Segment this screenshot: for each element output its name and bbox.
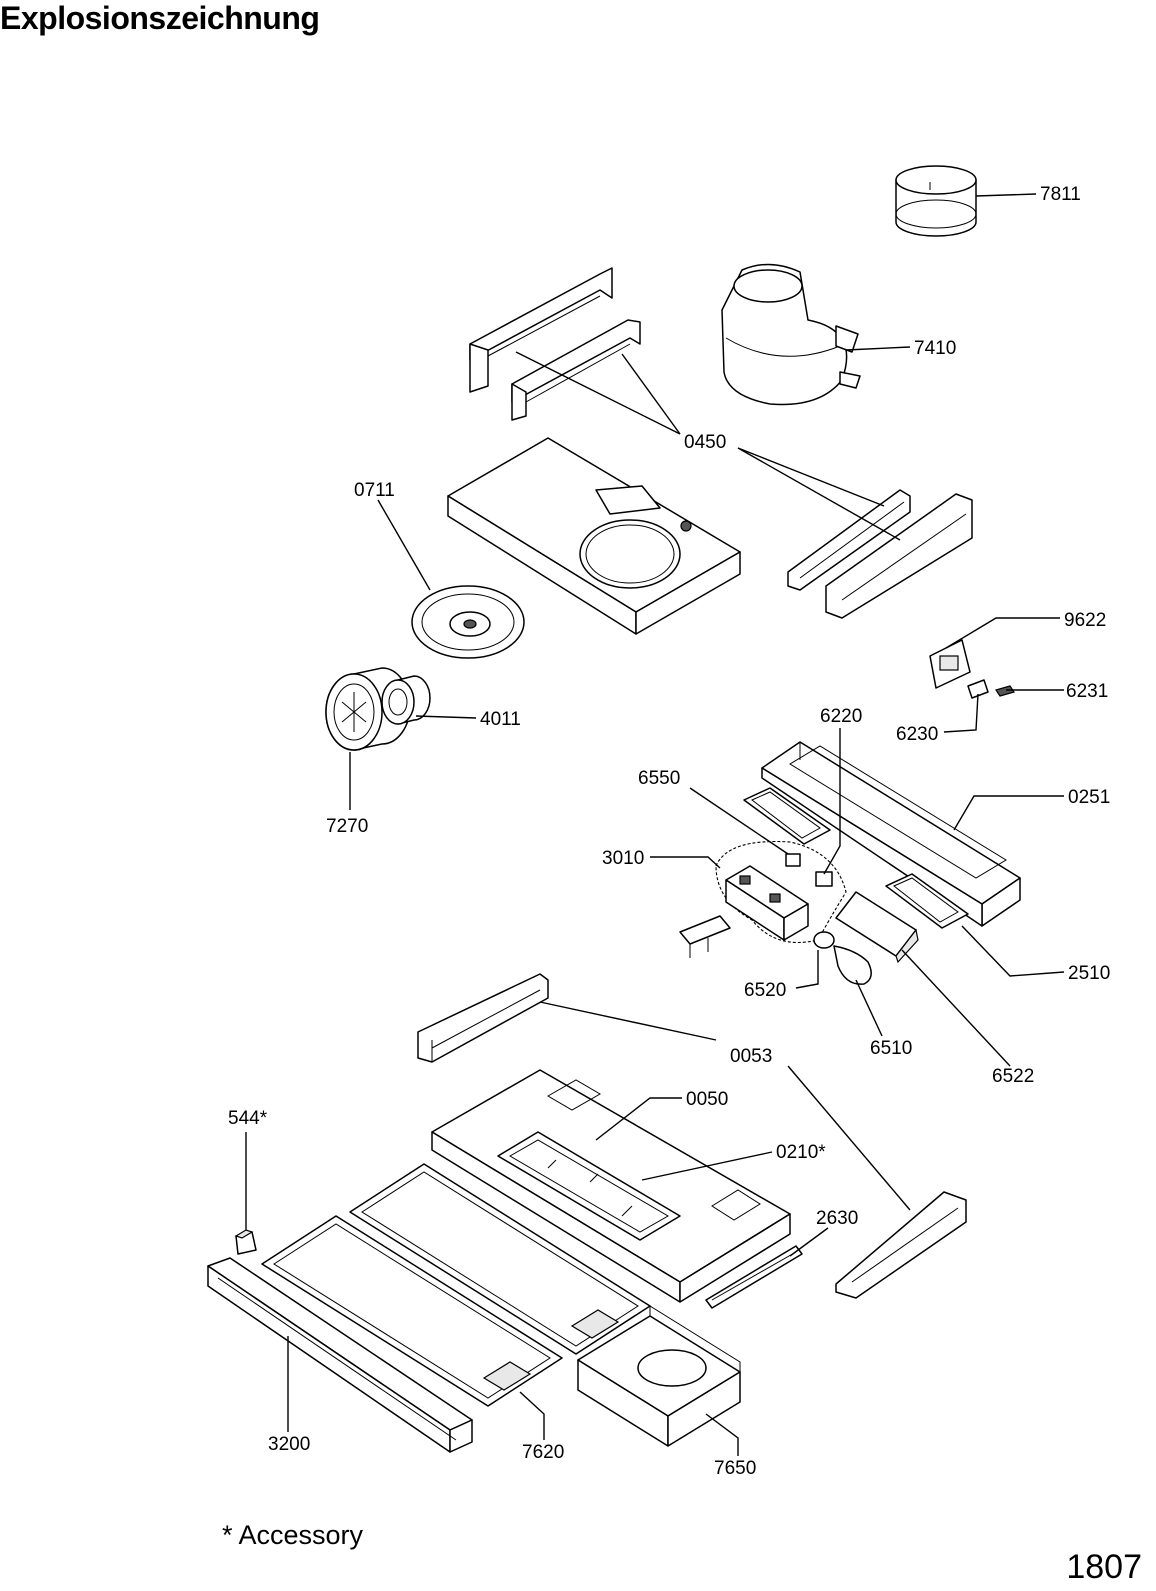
label-6220: 6220 <box>820 706 862 727</box>
part-0053-profile-right <box>835 1191 967 1299</box>
label-9622: 9622 <box>1064 610 1106 631</box>
page-title: Explosionszeichnung <box>0 0 320 36</box>
page-number: 1807 <box>1066 1548 1142 1586</box>
part-3010-control-unit <box>679 840 847 958</box>
part-6520-lamp-socket <box>813 931 835 949</box>
part-labels: 7811 7410 0450 0711 9622 6231 6230 6220 … <box>228 184 1110 1479</box>
part-6510-bulb <box>833 945 872 985</box>
label-0210: 0210* <box>776 1142 826 1163</box>
part-0450-rail-upper-left <box>469 267 613 393</box>
part-0450-rail-upper-right <box>511 319 641 421</box>
label-0251: 0251 <box>1068 787 1110 808</box>
label-0450: 0450 <box>684 432 726 453</box>
part-top-plate <box>447 437 741 635</box>
part-544-clip <box>234 1229 257 1255</box>
part-2630-slide <box>705 1245 803 1309</box>
label-7620: 7620 <box>522 1442 564 1463</box>
label-6510: 6510 <box>870 1038 912 1059</box>
part-7410-fan-housing <box>721 263 861 406</box>
label-6520: 6520 <box>744 980 786 1001</box>
label-6230: 6230 <box>896 724 938 745</box>
label-6550: 6550 <box>638 768 680 789</box>
part-4011-motor <box>381 675 431 725</box>
part-0053-profile-left <box>417 973 549 1063</box>
label-7410: 7410 <box>914 338 956 359</box>
label-6231: 6231 <box>1066 681 1108 702</box>
label-0053: 0053 <box>730 1046 772 1067</box>
label-6522: 6522 <box>992 1066 1034 1087</box>
label-7811: 7811 <box>1040 184 1081 205</box>
label-3200: 3200 <box>268 1434 310 1455</box>
part-6231-knob <box>995 685 1015 697</box>
part-9622-switch-bracket <box>929 639 971 689</box>
part-3200-front-trim <box>207 1257 473 1453</box>
part-0210-glass-pane <box>497 1131 681 1241</box>
label-544: 544* <box>228 1108 268 1129</box>
label-0711: 0711 <box>354 480 395 501</box>
label-7270: 7270 <box>326 816 368 837</box>
part-7650-filter-box <box>577 1305 741 1447</box>
part-6522-reflector <box>835 891 919 964</box>
accessory-footnote: * Accessory <box>222 1520 364 1550</box>
part-2510-lamp-cover-left <box>743 787 831 845</box>
part-0450-rail-lower-right <box>825 493 973 619</box>
part-7811-collar-ring <box>895 165 977 237</box>
part-0711-motor-flange <box>411 585 525 659</box>
label-2510: 2510 <box>1068 963 1110 984</box>
part-7620-filter-lower <box>261 1215 563 1407</box>
part-6230-switch <box>967 679 989 699</box>
label-3010: 3010 <box>602 848 644 869</box>
label-7650: 7650 <box>714 1458 756 1479</box>
part-2510-lamp-cover-right <box>885 873 969 929</box>
part-7270-impeller <box>325 667 411 751</box>
label-0050: 0050 <box>686 1089 728 1110</box>
part-0450-rail-lower-left <box>787 489 911 591</box>
leader-lines <box>245 193 1065 1456</box>
label-4011: 4011 <box>480 709 521 730</box>
label-2630: 2630 <box>816 1208 858 1229</box>
